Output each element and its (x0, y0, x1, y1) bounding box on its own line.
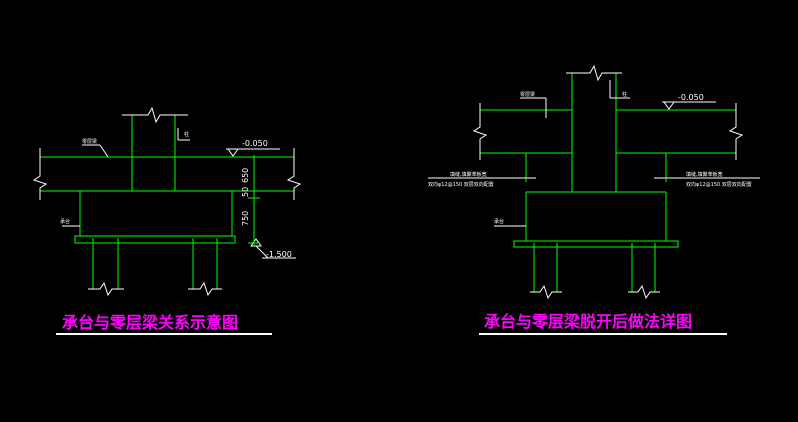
left-dim-50: 50 (241, 187, 250, 197)
left-caption-underline (56, 333, 272, 335)
left-dim-650: 650 (241, 168, 250, 183)
left-break-marks (32, 106, 302, 297)
left-elev-bottom-text: -1.500 (266, 250, 292, 259)
left-column (131, 115, 176, 191)
left-beam (40, 156, 294, 192)
right-column (571, 73, 617, 192)
left-caption: 承台与零层梁关系示意图 (62, 313, 238, 332)
right-beam (480, 109, 736, 182)
right-note-right-2: 双向φ12@150 双层双向配置 (686, 181, 752, 188)
right-note-right-1: 填缝,填聚苯板宽 (686, 171, 723, 178)
right-note-right: 填缝,填聚苯板宽 双向φ12@150 双层双向配置 (654, 171, 760, 188)
left-dim-750: 750 (241, 211, 250, 226)
right-elev-top-text: -0.050 (678, 93, 704, 102)
right-pile-cap (513, 191, 679, 248)
left-labels: 零层梁 柱 承台 (60, 128, 190, 227)
left-detail: 零层梁 柱 承台 -0.050 -1.500 650 50 (32, 106, 302, 335)
left-elevation-top: -0.050 (226, 139, 280, 157)
left-piles (92, 238, 218, 289)
right-caption-underline (479, 333, 727, 335)
right-note-left: 填缝,填聚苯板宽 双向φ12@150 双层双向配置 (428, 171, 536, 188)
left-dimension: 650 50 750 (241, 155, 260, 246)
right-note-left-1: 填缝,填聚苯板宽 (450, 171, 487, 178)
right-elevation-top: -0.050 (662, 93, 716, 110)
right-detail: 零层梁 柱 承台 -0.050 填缝,填聚苯板宽 双向φ12@150 双层双向配… (428, 64, 760, 335)
left-elev-top-text: -0.050 (242, 139, 268, 148)
left-cap-label: 承台 (60, 218, 70, 225)
left-pile-cap (74, 191, 236, 244)
left-elevation-bottom: -1.500 (250, 238, 296, 259)
right-note-left-2: 双向φ12@150 双层双向配置 (428, 181, 494, 188)
right-cap-label: 承台 (494, 218, 504, 225)
right-beam-label: 零层梁 (520, 91, 535, 98)
right-break-marks (472, 64, 744, 300)
right-labels: 零层梁 柱 承台 (494, 80, 630, 227)
right-piles (533, 243, 656, 292)
right-column-label: 柱 (622, 91, 627, 98)
left-beam-label: 零层梁 (82, 138, 97, 145)
right-caption: 承台与零层梁脱开后做法详图 (484, 312, 692, 331)
left-column-label: 柱 (184, 131, 189, 138)
